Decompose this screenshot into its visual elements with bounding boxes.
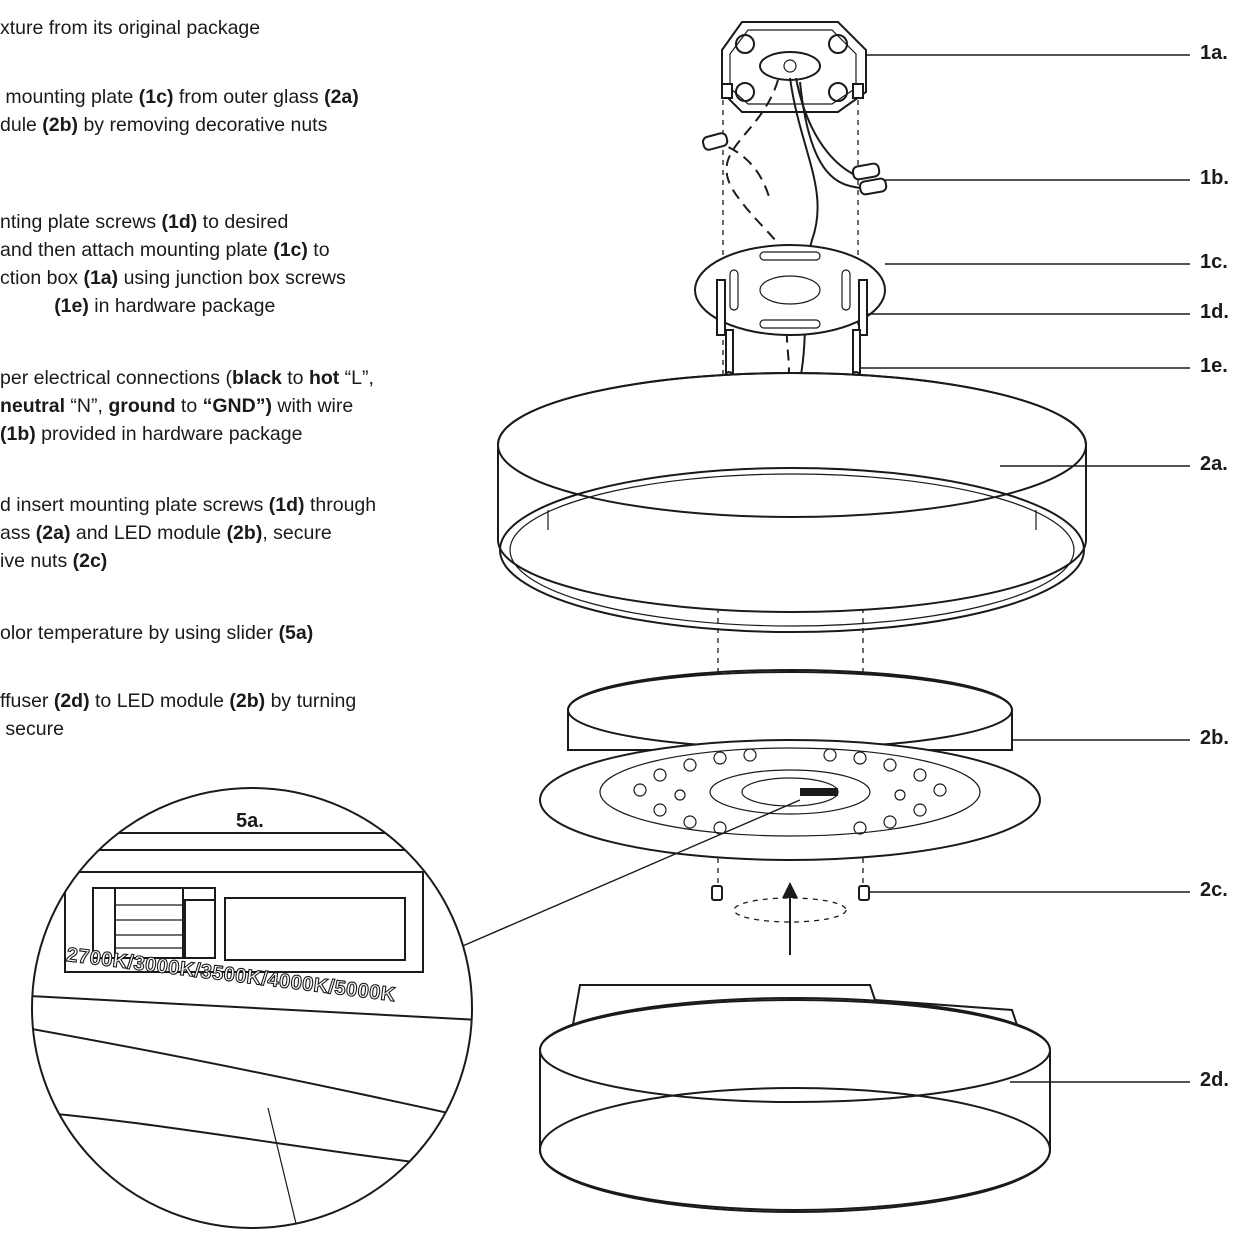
step-run-text [0, 295, 54, 317]
callout-2c: 2c. [1200, 879, 1228, 901]
step-run-text: by turning [265, 690, 357, 712]
step-run-text: ive nuts [0, 550, 73, 572]
step-run-text: , secure [262, 522, 332, 544]
step-line: nting plate screws (1d) to desired [0, 208, 346, 236]
slider-zoom-detail [31, 787, 473, 1229]
step-ref-text: (5a) [278, 622, 314, 644]
step-ref-text: black [231, 367, 282, 389]
step-run-text: using junction box screws [118, 267, 346, 289]
step-ref-text: ground [108, 395, 176, 417]
step-run-text: with wire [271, 395, 354, 417]
step-run-text: d insert mounting plate screws [0, 494, 269, 516]
step-1-text: xture from its original package [0, 14, 260, 42]
step-run-text: ass [0, 522, 36, 544]
step-ref-text: (1b) [0, 423, 36, 445]
step-line: secure [0, 715, 356, 743]
step-ref-text: (1e) [54, 295, 89, 317]
step-ref-text: (1c) [273, 239, 308, 261]
wire-nuts [701, 132, 888, 196]
callout-1b: 1b. [1200, 167, 1229, 189]
step-run-text: in hardware package [88, 295, 276, 317]
step-ref-text: (2d) [53, 690, 90, 712]
callout-1a: 1a. [1200, 42, 1228, 64]
step-run-text: provided in hardware package [35, 423, 303, 445]
step-run-text: through [304, 494, 377, 516]
step-run-text: dule [0, 114, 43, 136]
step-ref-text: (2b) [229, 690, 266, 712]
step-run-text: ffuser [0, 690, 54, 712]
callout-2b: 2b. [1200, 727, 1229, 749]
step-line: ction box (1a) using junction box screws [0, 264, 346, 292]
step-run-text: to [175, 395, 203, 417]
step-line: (1b) provided in hardware package [0, 420, 374, 448]
step-line: d insert mounting plate screws (1d) thro… [0, 491, 376, 519]
step-ref-text: (2a) [324, 86, 359, 108]
diffuser [539, 984, 1051, 1213]
mounting-plate [694, 244, 886, 336]
step-ref-text: (2b) [226, 522, 263, 544]
callout-1c: 1c. [1200, 251, 1228, 273]
step-7-text: ffuser (2d) to LED module (2b) by turnin… [0, 687, 356, 743]
led-module [539, 669, 1041, 861]
step-run-text: to [307, 239, 330, 261]
step-ref-text: (1c) [138, 86, 174, 108]
step-line: olor temperature by using slider (5a) [0, 619, 313, 647]
step-run-text: to [281, 367, 309, 389]
step-ref-text: hot [308, 367, 340, 389]
step-line: ive nuts (2c) [0, 547, 376, 575]
step-line: ass (2a) and LED module (2b), secure [0, 519, 376, 547]
color-slider-switch [800, 788, 838, 796]
step-line: ffuser (2d) to LED module (2b) by turnin… [0, 687, 356, 715]
rotate-arrow-icon [733, 882, 847, 955]
step-run-text: “L”, [339, 367, 374, 389]
step-line: per electrical connections (black to hot… [0, 364, 374, 392]
step-run-text: secure [0, 718, 64, 740]
step-run-text: “N”, [65, 395, 109, 417]
step-run-text: per electrical connections ( [0, 367, 232, 389]
step-ref-text: (1a) [83, 267, 119, 289]
step-line: xture from its original package [0, 14, 260, 42]
step-ref-text: (2a) [35, 522, 71, 544]
step-run-text: to desired [197, 211, 289, 233]
callout-1d: 1d. [1200, 301, 1229, 323]
step-run-text: ction box [0, 267, 84, 289]
step-run-text: nting plate screws [0, 211, 162, 233]
step-ref-text: (1d) [161, 211, 198, 233]
zoom-label-5a: 5a. [236, 810, 264, 832]
step-run-text: mounting plate [0, 86, 139, 108]
step-run-text: olor temperature by using slider [0, 622, 279, 644]
step-line: and then attach mounting plate (1c) to [0, 236, 346, 264]
step-run-text: by removing decorative nuts [78, 114, 328, 136]
junction-box [721, 21, 867, 113]
step-run-text: xture from its original package [0, 17, 261, 39]
led-chips [633, 748, 947, 835]
step-ref-text: (2c) [72, 550, 108, 572]
step-line: neutral “N”, ground to “GND”) with wire [0, 392, 374, 420]
step-6-text: olor temperature by using slider (5a) [0, 619, 313, 647]
step-line: (1e) in hardware package [0, 292, 346, 320]
step-ref-text: (2b) [42, 114, 79, 136]
callout-1e: 1e. [1200, 355, 1228, 377]
outer-glass-ring [497, 372, 1087, 633]
step-2-text: mounting plate (1c) from outer glass (2a… [0, 83, 359, 139]
callout-leaders [457, 54, 1190, 1083]
callout-2d: 2d. [1200, 1069, 1229, 1091]
step-ref-text: (1d) [268, 494, 305, 516]
step-run-text: from outer glass [173, 86, 325, 108]
step-line: dule (2b) by removing decorative nuts [0, 111, 359, 139]
step-5-text: d insert mounting plate screws (1d) thro… [0, 491, 376, 575]
step-4-text: per electrical connections (black to hot… [0, 364, 374, 448]
step-ref-text: neutral [0, 395, 66, 417]
step-run-text: to LED module [89, 690, 230, 712]
decorative-nuts [711, 885, 870, 901]
step-ref-text: “GND”) [202, 395, 272, 417]
step-run-text: and then attach mounting plate [0, 239, 274, 261]
step-run-text: and LED module [70, 522, 227, 544]
step-line: mounting plate (1c) from outer glass (2a… [0, 83, 359, 111]
callout-2a: 2a. [1200, 453, 1228, 475]
